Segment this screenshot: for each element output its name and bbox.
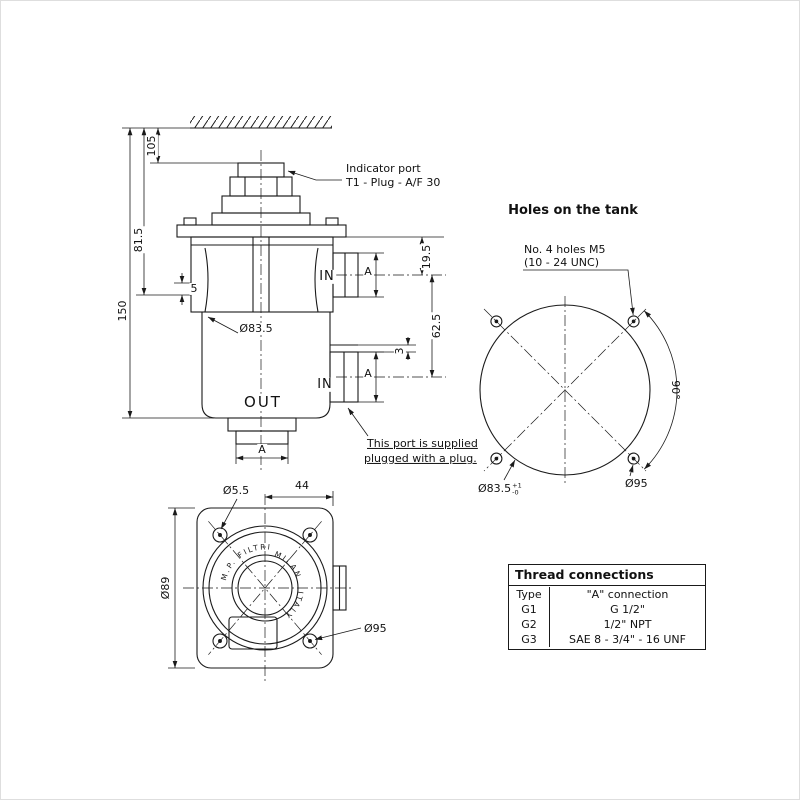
holes-note-leader [523, 269, 635, 316]
engraving-brand: M.P. FILTRI [219, 542, 270, 581]
table-row: Type "A" connection [509, 587, 705, 602]
plugged-note-line2: plugged with a plug. [364, 451, 477, 465]
indicator-note-line1: Indicator port [346, 161, 421, 175]
dia-95-label: Ø95 [363, 621, 388, 636]
table-cell-connection: G 1/2" [549, 602, 705, 617]
dim-105-label: 105 [144, 134, 159, 158]
holes-note-line2: (10 - 24 UNC) [524, 255, 599, 269]
engraving-city: MILANO [0, 0, 301, 580]
tank-hole-dimensions [503, 269, 678, 481]
table-cell-connection: SAE 8 - 3/4" - 16 UNF [549, 632, 705, 647]
bolt-circle-diameter-label: Ø95 [624, 476, 649, 491]
table-row: G2 1/2" NPT [509, 617, 705, 632]
in-lower-label: IN [316, 376, 334, 393]
table-cell-type: Type [516, 588, 542, 601]
table-row: G3 SAE 8 - 3/4" - 16 UNF [509, 632, 705, 647]
hole-dia-5-5-label: Ø5.5 [221, 483, 251, 498]
a-lower-label: A [363, 366, 373, 381]
dim-150-label: 150 [115, 299, 130, 323]
a-bottom-label: A [257, 442, 267, 457]
in-upper-label: IN [318, 268, 336, 285]
out-label: OUT [243, 392, 283, 411]
dim-44-label: 44 [294, 478, 310, 493]
svg-text:MILANO: MILANO [0, 0, 303, 580]
table-cell-connection: "A" connection [549, 587, 705, 602]
dia-89-label: Ø89 [158, 575, 173, 601]
bowl-diameter-label: Ø83.5 [238, 321, 274, 336]
side-view [176, 116, 446, 472]
svg-text:M.P. FILTRI: M.P. FILTRI [219, 542, 272, 581]
tank-surface-hatch [190, 116, 332, 128]
thread-connections-table: Thread connections Type "A" connection G… [508, 564, 706, 650]
tank-hole-diameter-value: Ø83.5 [478, 482, 512, 495]
top-view-dimensions [168, 491, 362, 669]
indicator-note-line2: T1 - Plug - A/F 30 [346, 175, 441, 189]
bolt-circle-dia-leader [314, 627, 362, 641]
in-port-lower [329, 344, 359, 403]
table-cell-type: G1 [521, 603, 537, 616]
bolt-circle-leader [628, 464, 634, 477]
dim-81-5-label: 81.5 [131, 226, 146, 254]
table-row: G1 G 1/2" [509, 602, 705, 617]
table-cell-type: G3 [521, 633, 537, 646]
holes-note-line1: No. 4 holes M5 [524, 242, 606, 256]
filter-head [190, 236, 334, 313]
hole-dia-leader [220, 498, 238, 530]
dim-62-5-label: 62.5 [429, 312, 444, 340]
label-plate [228, 616, 278, 650]
plugged-port-leader [347, 407, 369, 437]
bowl-diameter-leader [207, 316, 239, 334]
top-view-engraving: M.P. FILTRI MILANO ITALY [0, 0, 303, 621]
mounting-flange [176, 217, 347, 238]
top-view [183, 494, 352, 682]
table-cell-connection: 1/2" NPT [549, 617, 705, 632]
tank-hole-view [479, 296, 651, 484]
table-body: Type "A" connection G1 G 1/2" G2 1/2" NP… [509, 586, 705, 649]
a-upper-label: A [363, 264, 373, 279]
dim-3-label: 3 [392, 346, 407, 356]
angle-90-label: 90° [669, 380, 683, 400]
dim-19-5-label: 19.5 [419, 243, 434, 271]
indicator-port-leader [287, 170, 342, 181]
tank-dia-leader [503, 459, 516, 481]
table-title: Thread connections [509, 565, 705, 586]
tank-view-title: Holes on the tank [508, 202, 638, 218]
table-cell-type: G2 [521, 618, 537, 631]
bottom-outlet [227, 417, 297, 445]
tank-hole-tolerance: +1-0 [512, 481, 522, 496]
tank-hole-diameter-label: Ø83.5+1-0 [477, 481, 523, 496]
dim-5-label: 5 [189, 281, 199, 296]
plugged-note-line1: This port is supplied [367, 436, 478, 450]
side-view-dimensions [122, 127, 444, 464]
